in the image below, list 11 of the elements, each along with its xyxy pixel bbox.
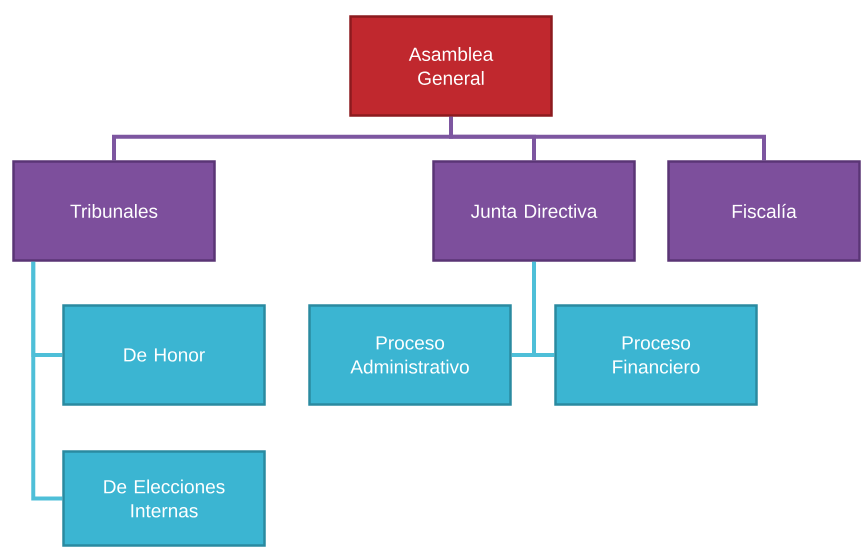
org-box: Proceso Administrativo <box>308 304 512 406</box>
org-box: Proceso Financiero <box>554 304 758 406</box>
connector-line <box>449 116 766 160</box>
org-box: De Elecciones Internas <box>62 450 266 547</box>
org-box: Fiscalía <box>667 160 861 262</box>
org-box: Junta Directiva <box>432 160 636 262</box>
connector-line <box>532 262 554 357</box>
org-box: Asamblea General <box>349 15 553 117</box>
org-box: De Honor <box>62 304 266 406</box>
org-box: Tribunales <box>12 160 216 262</box>
connector-line <box>31 262 62 500</box>
